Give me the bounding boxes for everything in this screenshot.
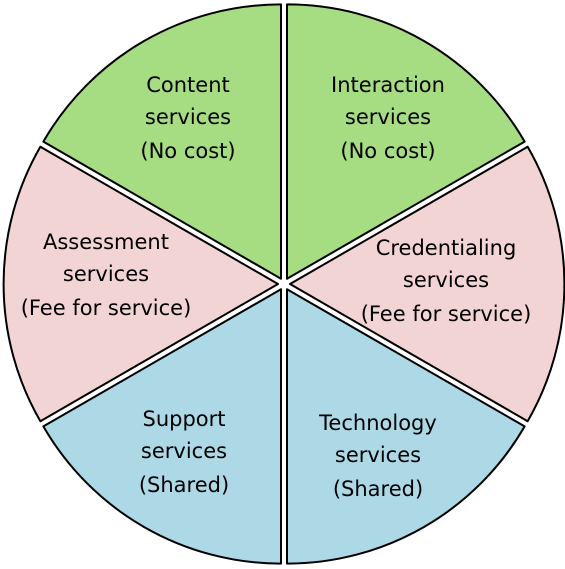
segment-label-line: (No cost)	[140, 139, 235, 163]
segment-label-line: services	[145, 105, 231, 129]
segment-label-line: (Fee for service)	[361, 302, 532, 326]
segment-label-interaction: Interaction services (No cost)	[331, 73, 445, 163]
segment-label-line: Interaction	[331, 73, 445, 97]
segment-label-technology: Technology services (Shared)	[318, 411, 437, 501]
segment-assessment	[2, 145, 279, 423]
segment-label-line: Assessment	[43, 230, 169, 254]
segment-label-line: (No cost)	[340, 139, 435, 163]
segment-label-support: Support services (Shared)	[139, 407, 229, 497]
segment-label-line: (Shared)	[139, 473, 229, 497]
segment-label-line: (Shared)	[333, 477, 423, 501]
segment-label-content: Content services (No cost)	[140, 73, 235, 163]
segment-label-line: services	[141, 439, 227, 463]
segment-label-line: Credentialing	[376, 236, 517, 260]
segment-support	[42, 288, 282, 565]
segment-label-line: services	[345, 105, 431, 129]
segment-label-line: (Fee for service)	[21, 296, 192, 320]
segment-label-line: services	[403, 268, 489, 292]
segments-layer	[2, 3, 565, 565]
segment-label-assessment: Assessment services (Fee for service)	[21, 230, 192, 320]
segment-label-line: services	[335, 443, 421, 467]
segment-label-line: Support	[142, 407, 225, 431]
labels-layer: Content services (No cost) Interaction servi…	[21, 73, 532, 501]
segment-label-line: Technology	[318, 411, 437, 435]
segment-technology	[286, 288, 526, 565]
segment-content	[42, 3, 282, 280]
segment-label-credentialing: Credentialing services (Fee for service)	[361, 236, 532, 326]
segment-credentialing	[289, 145, 565, 423]
segment-label-line: Content	[146, 73, 230, 97]
segment-interaction	[286, 3, 526, 280]
segment-label-line: services	[63, 262, 149, 286]
